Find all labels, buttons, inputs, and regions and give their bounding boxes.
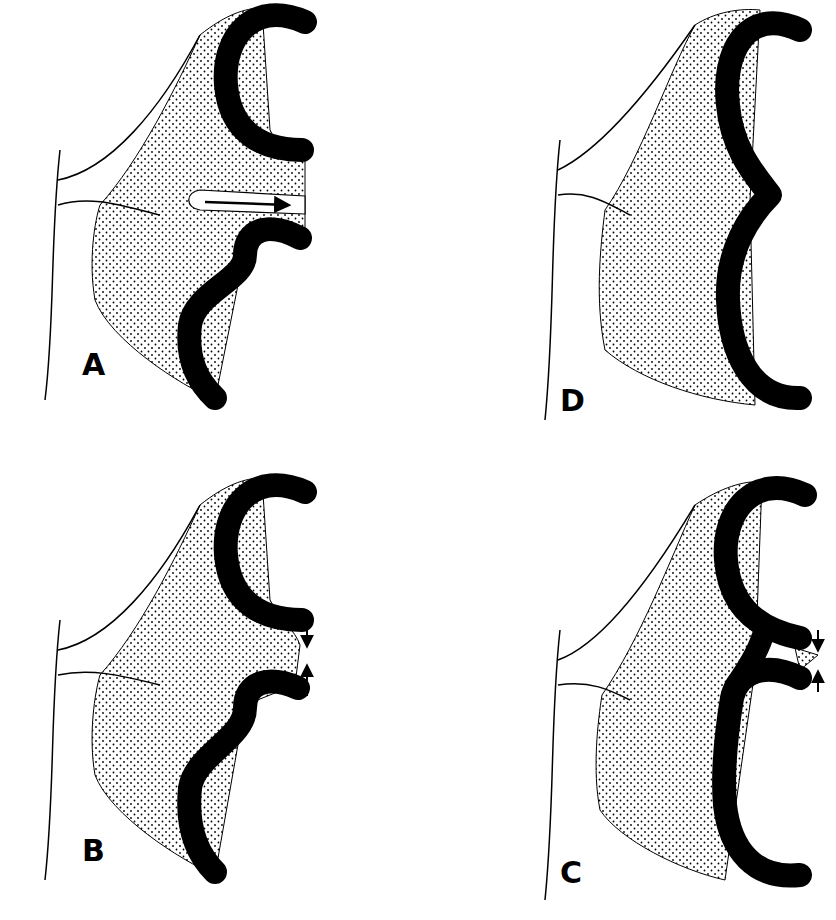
panel-d	[545, 10, 800, 420]
panel-letter: A	[82, 350, 105, 380]
panel-c	[545, 482, 818, 900]
panel-letter: D	[560, 386, 585, 416]
panel-a	[45, 8, 305, 400]
panel-letter: B	[82, 836, 105, 866]
panel-letter: C	[560, 858, 582, 888]
panel-b	[45, 478, 307, 880]
